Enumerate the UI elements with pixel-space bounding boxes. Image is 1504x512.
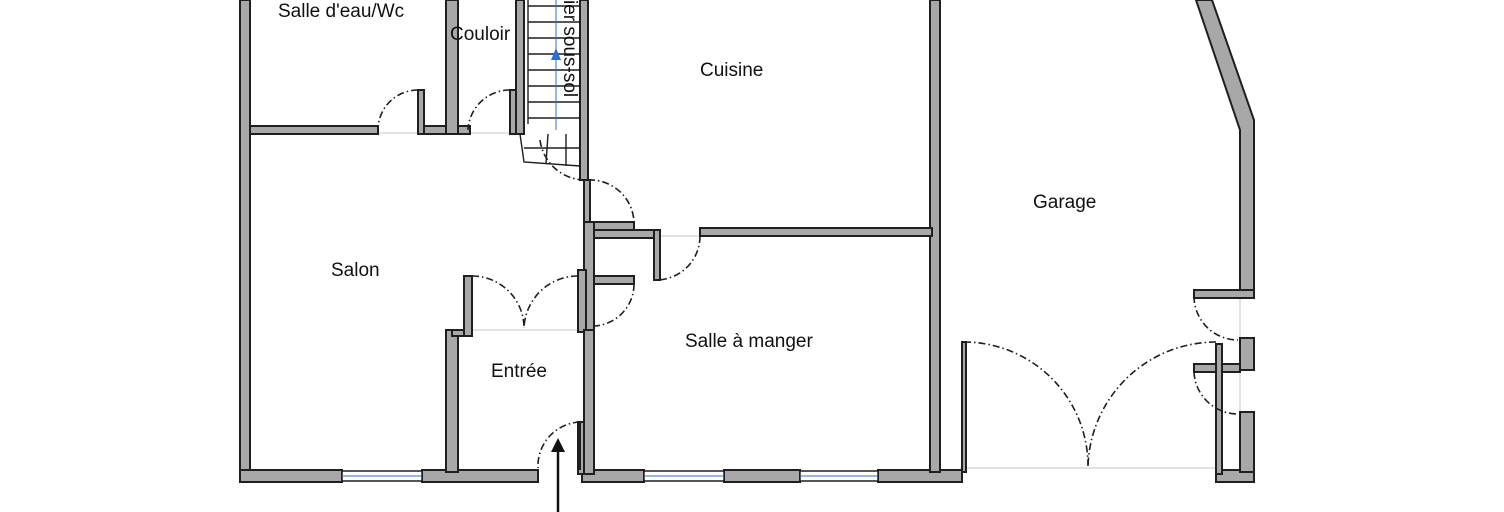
room-label-cuisine: Cuisine [700,60,763,81]
stairs-label: ier sous-sol [559,0,580,97]
doors [377,89,1239,470]
wall-left [239,0,251,483]
wall-garage-right-door-top [1193,289,1255,299]
wall-entree-left [445,329,459,473]
wall-sam-top [699,227,933,237]
wall-stair-left [515,0,525,135]
staircase [519,0,581,167]
wall-spine-bottom-r [583,329,595,475]
wall-spine-lower [577,269,587,333]
room-label-entree: Entrée [491,361,547,382]
wall-stair-right [579,0,589,181]
guide-lines [250,132,1241,469]
room-label-couloir: Couloir [450,24,511,45]
wall-bottom-sam-mid [723,469,801,483]
wall-bottom-mid [421,469,539,483]
wall-couloir-bottom [457,125,471,135]
entrance-arrow-icon [551,438,565,512]
wall-garage-jamb [961,341,967,473]
wall-cuisine-closet-top [593,221,635,231]
windows [341,470,879,482]
wall-sde-right [445,0,459,135]
wall-garage-right-bottom [1239,411,1255,473]
stair-up-arrow-icon [551,48,561,60]
wall-closet-lower [593,275,635,285]
wall-entree-jamb-l [463,275,473,337]
room-label-garage: Garage [1033,192,1096,213]
wall-cuisine-closet-jamb [593,229,657,239]
wall-garage-slant [1194,0,1255,297]
wall-garage-right-mid [1239,337,1255,371]
wall-sde-bottom [249,125,379,135]
room-label-salon: Salon [331,260,380,281]
wall-cuisine-closet-right [653,229,661,281]
wall-bottom-sam-right [877,469,963,483]
wall-bottom-salon [239,469,343,483]
wall-spine-upper [583,179,591,223]
room-label-salle-eau: Salle d'eau/Wc [278,1,404,22]
room-label-salle-a-manger: Salle à manger [685,331,813,352]
